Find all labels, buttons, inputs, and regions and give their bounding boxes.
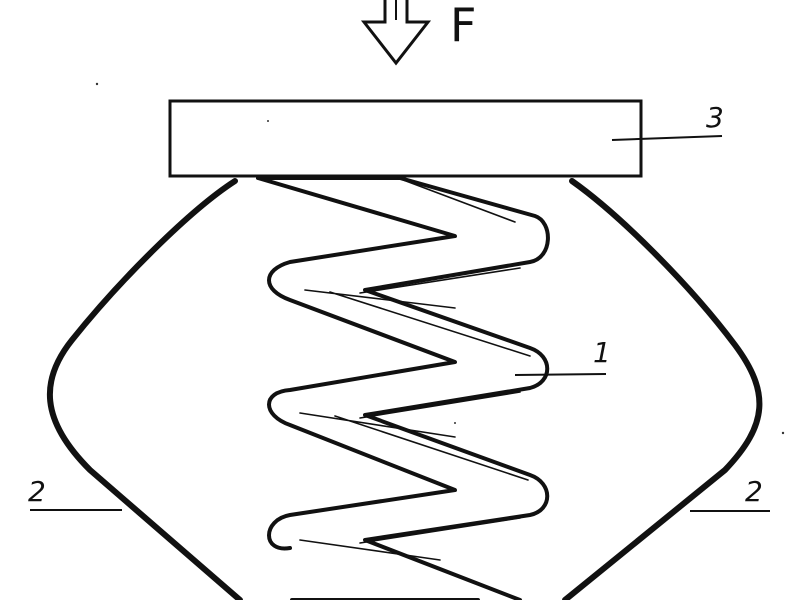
speckle bbox=[454, 422, 456, 424]
leader-line-3 bbox=[611, 135, 723, 141]
callout-spring: 1 bbox=[593, 336, 611, 369]
shell-right-wall bbox=[562, 178, 763, 600]
speckle bbox=[781, 431, 785, 435]
speckle bbox=[267, 120, 269, 122]
shell-left-wall bbox=[46, 178, 243, 600]
callout-shell-right: 2 bbox=[745, 475, 763, 508]
callout-plate: 3 bbox=[706, 101, 724, 134]
top-plate bbox=[168, 99, 643, 178]
callout-shell-left: 2 bbox=[28, 475, 46, 508]
force-arrow bbox=[360, 0, 432, 66]
speckle bbox=[95, 82, 99, 86]
leader-line-1 bbox=[514, 373, 607, 376]
spring-strip bbox=[256, 176, 550, 600]
force-label: F bbox=[450, 0, 477, 52]
spring-shading bbox=[271, 177, 531, 561]
coil-spring bbox=[256, 176, 550, 600]
